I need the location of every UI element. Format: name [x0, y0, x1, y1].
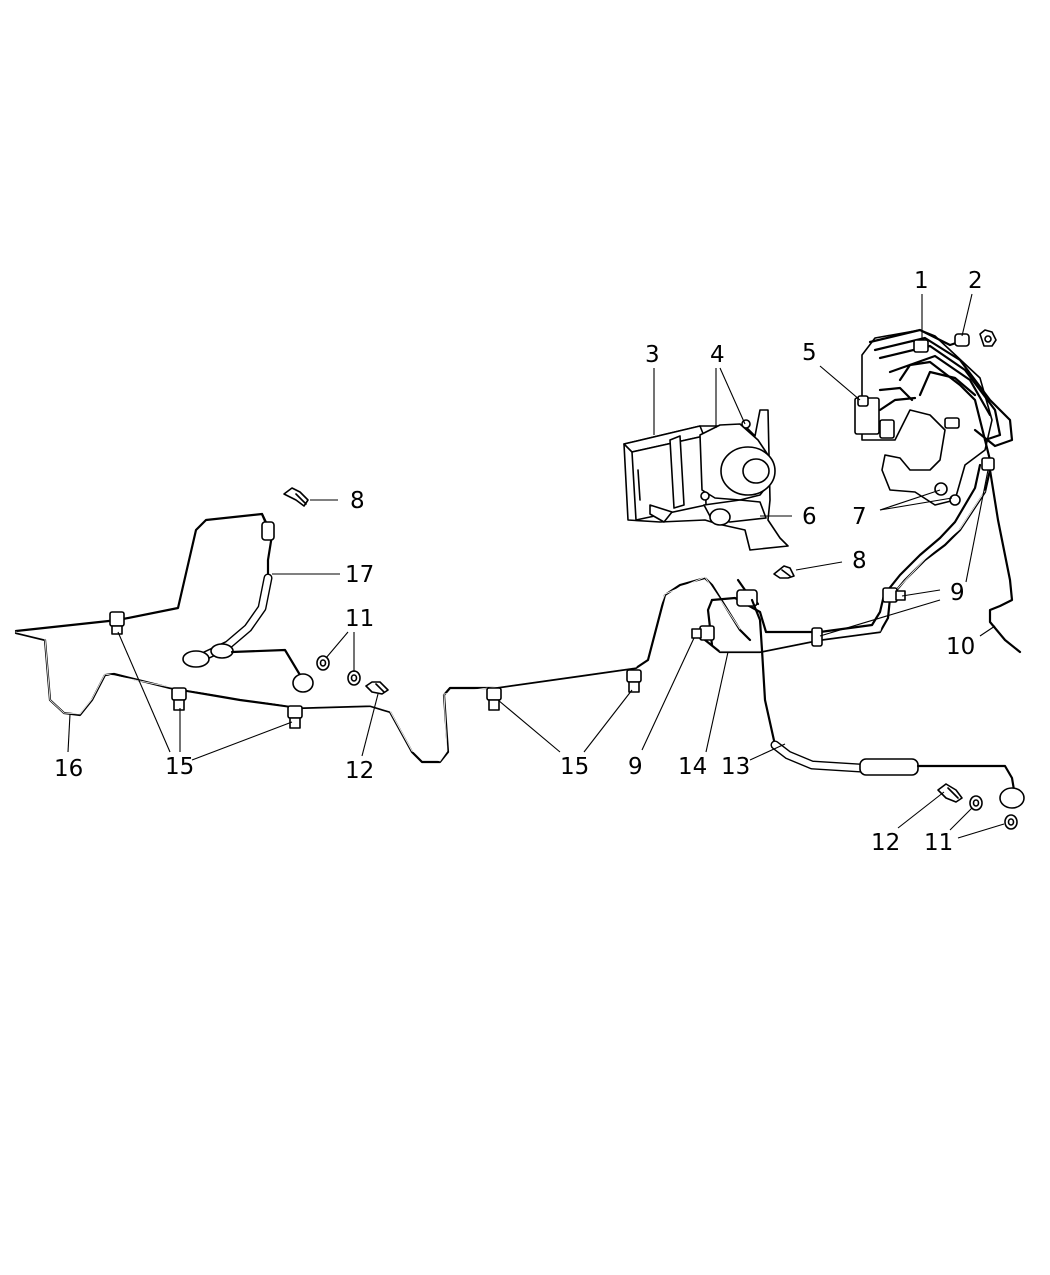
brake-tube-center — [691, 463, 992, 654]
callout-16: 16 — [54, 756, 83, 782]
callout-10: 10 — [946, 634, 975, 660]
callout-6: 6 — [802, 504, 817, 530]
brake-hose-left — [182, 512, 314, 693]
callout-15-left: 15 — [165, 754, 194, 780]
leader-lines — [67, 293, 1005, 839]
brake-tube-left — [14, 512, 752, 764]
callout-9-right: 9 — [950, 580, 965, 606]
callout-12-right: 12 — [871, 830, 900, 856]
callout-8-left: 8 — [350, 488, 365, 514]
callout-1: 1 — [914, 268, 929, 294]
callout-14: 14 — [678, 754, 707, 780]
callout-12-left: 12 — [345, 758, 374, 784]
callout-17: 17 — [345, 562, 374, 588]
callout-5: 5 — [802, 340, 817, 366]
brake-tube-right — [988, 468, 1022, 654]
fasteners — [283, 487, 1018, 830]
callout-15-center: 15 — [560, 754, 589, 780]
callout-13: 13 — [721, 754, 750, 780]
tube-clips — [109, 611, 642, 729]
callout-2: 2 — [968, 268, 983, 294]
callout-11-left: 11 — [345, 606, 374, 632]
callout-3: 3 — [645, 342, 660, 368]
callout-11-right: 11 — [924, 830, 953, 856]
callout-9-center: 9 — [628, 754, 643, 780]
hydraulic-control-unit — [623, 409, 789, 551]
callout-8-right: 8 — [852, 548, 867, 574]
callout-7: 7 — [852, 504, 867, 530]
brake-hose-right — [750, 598, 1025, 809]
callout-4: 4 — [710, 342, 725, 368]
master-cylinder-assembly — [854, 328, 1014, 506]
callout-labels: 1 2 3 4 5 6 7 8 8 9 9 10 11 11 12 12 13 … — [54, 268, 983, 856]
